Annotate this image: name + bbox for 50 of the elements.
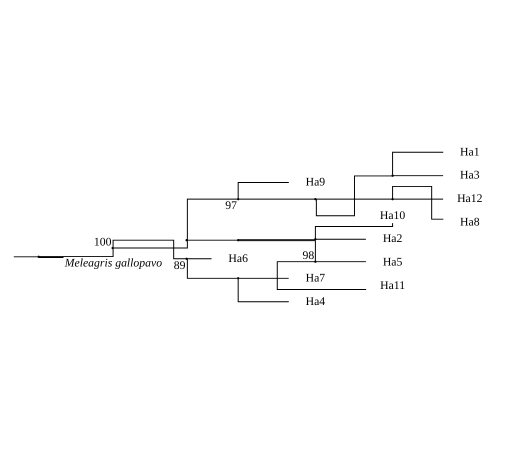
connector — [13, 256, 38, 257]
node-point — [185, 257, 188, 260]
node-text: Ha6 — [228, 251, 248, 264]
connector — [39, 248, 114, 257]
node-point — [314, 238, 317, 240]
node-text: Ha12 — [457, 192, 482, 205]
connector — [112, 239, 186, 259]
connector — [186, 198, 238, 240]
connector — [38, 256, 64, 258]
node-point — [314, 197, 317, 200]
node-point — [314, 260, 317, 262]
connector — [276, 260, 367, 290]
node-text: Ha9 — [306, 175, 326, 188]
connector — [238, 198, 316, 200]
node-label: 98 — [302, 248, 314, 262]
connector — [316, 174, 392, 216]
connector — [238, 240, 316, 261]
connector — [186, 258, 238, 278]
connector — [314, 222, 394, 238]
node-point — [391, 174, 394, 176]
node-text: Ha5 — [382, 255, 402, 268]
connector — [238, 277, 290, 278]
node-point — [236, 276, 240, 279]
connector — [316, 198, 392, 200]
connector — [238, 182, 290, 198]
connector — [316, 238, 366, 240]
node-text: Ha1 — [460, 144, 480, 158]
node-text: Ha2 — [382, 232, 402, 245]
node-text: Ha7 — [306, 270, 326, 284]
node-label: 97 — [225, 198, 237, 212]
node-label: 100 — [94, 234, 112, 248]
connector — [187, 239, 238, 240]
node-point — [111, 246, 114, 249]
connector — [392, 198, 444, 200]
connector — [392, 151, 444, 175]
node-text: Ha10 — [380, 208, 406, 222]
node-text: Meleagris gallopavo — [64, 256, 162, 270]
node-text: Ha8 — [460, 215, 480, 228]
connector — [392, 174, 444, 176]
node-label: 89 — [174, 258, 186, 272]
node-text: Ha4 — [306, 294, 326, 308]
connector — [238, 278, 290, 302]
node-text: Ha11 — [380, 278, 406, 292]
connector — [316, 260, 366, 262]
connector — [187, 258, 212, 259]
node-text: Ha3 — [460, 168, 480, 182]
node-point — [37, 255, 40, 258]
connector — [238, 238, 316, 240]
node-point — [185, 238, 188, 241]
node-point — [236, 238, 240, 241]
